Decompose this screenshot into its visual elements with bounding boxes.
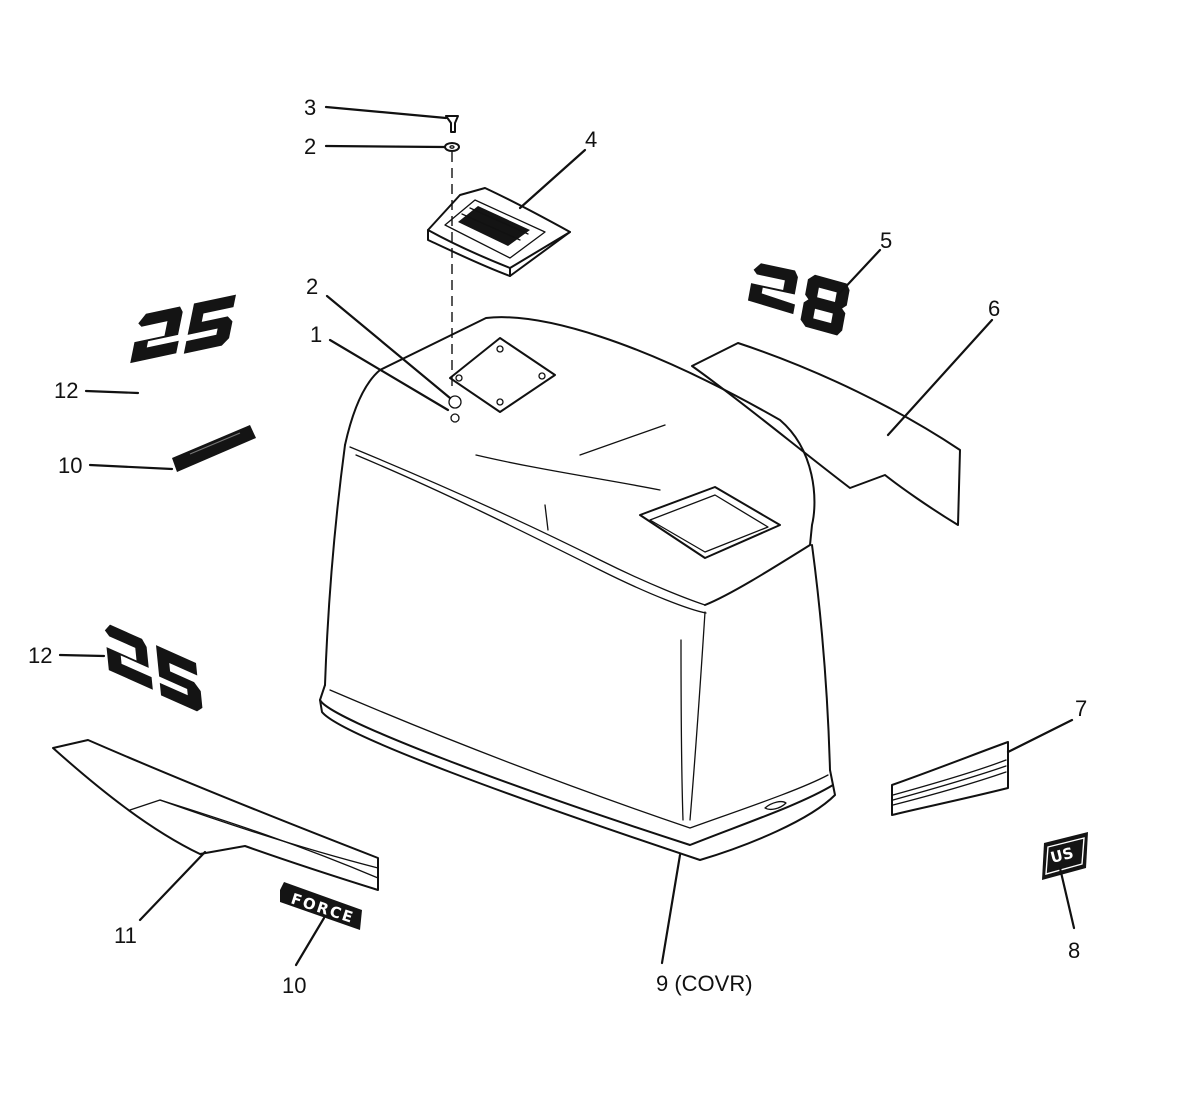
callout-10-lower: 10 — [282, 973, 306, 998]
callout-8: 8 — [1068, 938, 1080, 963]
decal-25-upper — [130, 294, 236, 364]
leader-lines — [58, 105, 1076, 967]
callout-2-cover: 2 — [306, 274, 318, 299]
us-badge-text: US — [1049, 844, 1076, 867]
callout-1: 1 — [310, 322, 322, 347]
callout-6: 6 — [988, 296, 1000, 321]
callout-12-upper: 12 — [54, 378, 78, 403]
callout-labels: 3 2 4 5 6 2 1 12 10 12 7 11 10 9 (COVR) … — [28, 95, 1087, 998]
us-badge: US — [1042, 832, 1088, 880]
decal-28-top — [747, 263, 850, 336]
right-lower-stripe — [891, 741, 1009, 816]
callout-7: 7 — [1075, 696, 1087, 721]
callout-3: 3 — [304, 95, 316, 120]
cover-plate — [427, 187, 571, 277]
callout-10-upper: 10 — [58, 453, 82, 478]
black-stripe-decal — [172, 425, 256, 472]
callout-12-lower: 12 — [28, 643, 52, 668]
right-decal-stripe — [691, 342, 961, 526]
screw-and-washer — [444, 115, 460, 152]
callout-4: 4 — [585, 127, 597, 152]
callout-5: 5 — [880, 228, 892, 253]
callout-11: 11 — [114, 923, 137, 948]
decal-25-lower — [104, 624, 203, 712]
top-cowl-cover — [319, 316, 836, 861]
callout-9-covr: 9 (COVR) — [656, 971, 753, 996]
left-decal-stripe — [52, 739, 379, 891]
callout-2-washer: 2 — [304, 134, 316, 159]
